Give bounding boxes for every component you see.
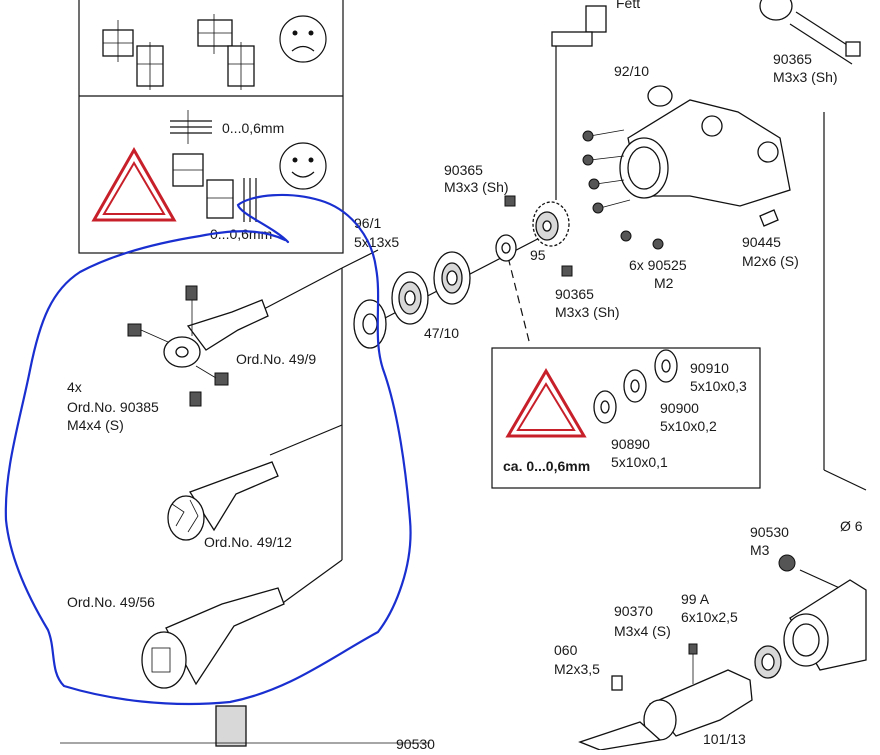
label-90530-bottom: 90530 (396, 736, 435, 750)
misaligned-coupling-sketch-right (197, 14, 255, 90)
shim-washer (495, 234, 517, 262)
label-96-1-num: 96/1 (354, 215, 381, 231)
label-90365-top-spec: M3x3 (Sh) (773, 69, 838, 85)
label-shim-90890-spec: 5x10x0,1 (611, 454, 668, 470)
label-shim-caption: ca. 0...0,6mm (503, 458, 590, 474)
label-shim-90910-spec: 5x10x0,3 (690, 378, 747, 394)
shim-washer-stack (593, 349, 678, 424)
grease-shaft (551, 5, 607, 47)
label-99a-num: 99 A (681, 591, 710, 607)
alignment-info-box (78, 0, 344, 254)
label-6x-90525-num: 6x 90525 (629, 257, 687, 273)
smiley-face-icon (279, 142, 327, 190)
label-90365-top-num: 90365 (773, 51, 812, 67)
label-47-10: 47/10 (424, 325, 459, 341)
label-060-spec: M2x3,5 (554, 661, 600, 677)
coupling-part-49-12 (167, 461, 279, 541)
label-shim-90900-thickness: 0,2 (697, 418, 717, 434)
label-90365-low-spec: M3x3 (Sh) (555, 304, 620, 320)
label-060-num: 060 (554, 642, 578, 658)
label-95: 95 (530, 247, 546, 263)
label-96-1-spec: 5x13x5 (354, 234, 399, 250)
label-92-10: 92/10 (614, 63, 649, 79)
label-ord-49-9: Ord.No. 49/9 (236, 351, 316, 367)
sad-face-icon (279, 15, 327, 63)
label-ord-49-12: Ord.No. 49/12 (204, 534, 292, 550)
label-99a-spec: 6x10x2,5 (681, 609, 738, 625)
label-shim-90910-num: 90910 (690, 360, 729, 376)
label-90365-mid-num: 90365 (444, 162, 483, 178)
label-shim-90890-thickness: 0,1 (648, 454, 668, 470)
label-fett: Fett (616, 0, 640, 11)
label-90365-mid-spec: M3x3 (Sh) (444, 179, 509, 195)
bearing-47-10-b (433, 251, 471, 305)
warning-triangle-icon (505, 368, 587, 438)
label-shim-90900-num: 90900 (660, 400, 699, 416)
label-90370-spec: M3x4 (S) (614, 623, 671, 639)
label-90370-num: 90370 (614, 603, 653, 619)
label-shim-90910-thickness: 0,3 (727, 378, 747, 394)
shim-callout-box (491, 347, 761, 489)
bearing-47-10-a (391, 271, 429, 325)
label-shim-90890-num: 90890 (611, 436, 650, 452)
bearing-96-1 (353, 299, 387, 349)
top-right-shaft (759, 0, 861, 65)
hand-drawn-annotation-loop (4, 193, 412, 706)
aligned-coupling-sketch (170, 110, 257, 222)
label-ord-49-56: Ord.No. 49/56 (67, 594, 155, 610)
pinion-95 (504, 195, 573, 277)
label-90365-low-num: 90365 (555, 286, 594, 302)
label-ord-90385: Ord.No. 90385 (67, 399, 159, 415)
label-90530-spec: M3 (750, 542, 770, 558)
assembly-axis-lines (261, 42, 867, 606)
misaligned-coupling-sketch-left (102, 20, 164, 90)
label-90445-num: 90445 (742, 234, 781, 250)
lower-right-assembly (60, 554, 867, 751)
alignment-tolerance-label: 0...0,6mm (222, 120, 284, 136)
label-90445-spec: M2x6 (S) (742, 253, 799, 269)
coupling-part-49-56 (141, 587, 285, 689)
label-101-13: 101/13 (703, 731, 746, 747)
warning-triangle-icon (91, 146, 177, 222)
label-90530-num: 90530 (750, 524, 789, 540)
label-m4x4: M4x4 (S) (67, 417, 124, 433)
alignment-tolerance-label-lower: 0...0,6mm (210, 226, 272, 242)
label-diameter: Ø 6 (840, 518, 863, 534)
coupling-part-49-9 (127, 285, 269, 407)
label-shim-90900-spec: 5x10x0,2 (660, 418, 717, 434)
housing-92-10 (582, 85, 791, 250)
label-set-count: 4x (67, 379, 82, 395)
label-6x-90525-spec: M2 (654, 275, 674, 291)
